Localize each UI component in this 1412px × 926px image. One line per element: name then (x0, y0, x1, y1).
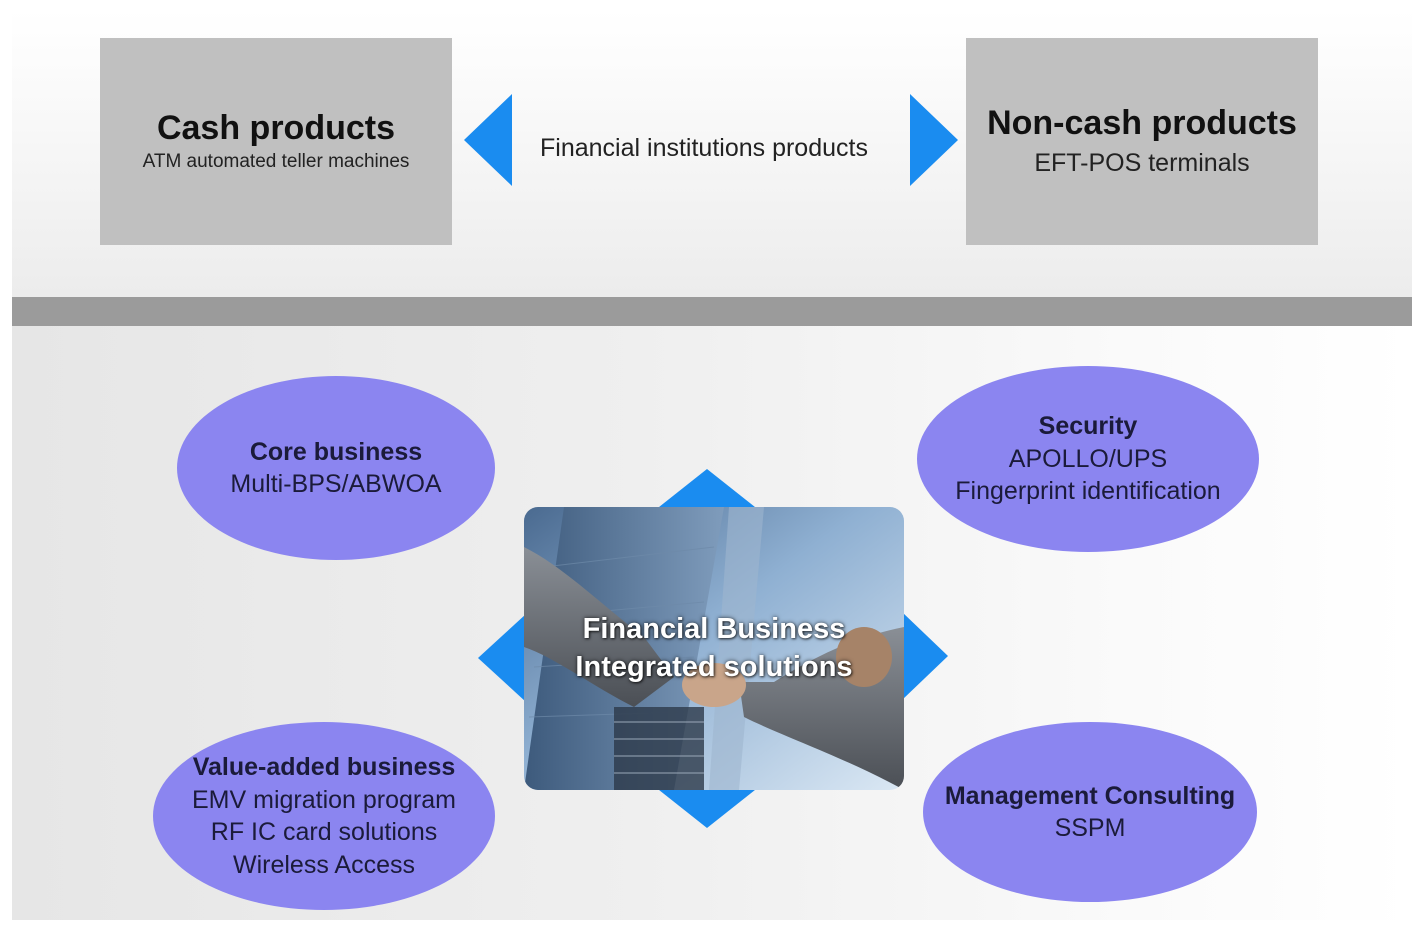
security-title: Security (1038, 412, 1138, 441)
security-node: Security APOLLO/UPS Fingerprint identifi… (917, 366, 1259, 552)
cash-products-title: Cash products (156, 108, 396, 147)
up-arrow-icon (654, 469, 760, 511)
left-arrow-icon (464, 94, 512, 186)
security-item: Fingerprint identification (955, 477, 1221, 506)
center-photo: Financial Business Integrated solutions (524, 507, 904, 790)
management-consulting-title: Management Consulting (944, 781, 1236, 810)
cash-products-box: Cash products ATM automated teller machi… (100, 38, 452, 245)
center-title-line2: Integrated solutions (575, 650, 853, 683)
value-added-node: Value-added business EMV migration progr… (153, 722, 495, 910)
section-divider (12, 297, 1412, 326)
security-item: APOLLO/UPS (1008, 444, 1168, 473)
management-consulting-node: Management Consulting SSPM (923, 722, 1257, 902)
value-added-title: Value-added business (192, 753, 456, 781)
west-arrow-icon (478, 614, 526, 702)
non-cash-products-box: Non-cash products EFT-POS terminals (966, 38, 1318, 245)
center-title-line1: Financial Business (582, 612, 846, 645)
core-business-item: Multi-BPS/ABWOA (230, 470, 442, 498)
handshake-skyscraper-image (524, 507, 904, 790)
value-added-item: Wireless Access (233, 850, 415, 879)
cash-products-subtitle: ATM automated teller machines (142, 151, 410, 173)
value-added-item: RF IC card solutions (210, 818, 438, 846)
core-business-title: Core business (249, 437, 423, 466)
non-cash-products-subtitle: EFT-POS terminals (1034, 148, 1250, 177)
financial-institutions-label: Financial institutions products (540, 134, 868, 162)
east-arrow-icon (902, 612, 948, 700)
management-consulting-item: SSPM (1054, 814, 1126, 842)
non-cash-products-title: Non-cash products (987, 104, 1297, 143)
down-arrow-icon (654, 786, 760, 828)
core-business-node: Core business Multi-BPS/ABWOA (177, 376, 495, 560)
value-added-item: EMV migration program (192, 785, 456, 814)
right-arrow-icon (910, 94, 958, 186)
